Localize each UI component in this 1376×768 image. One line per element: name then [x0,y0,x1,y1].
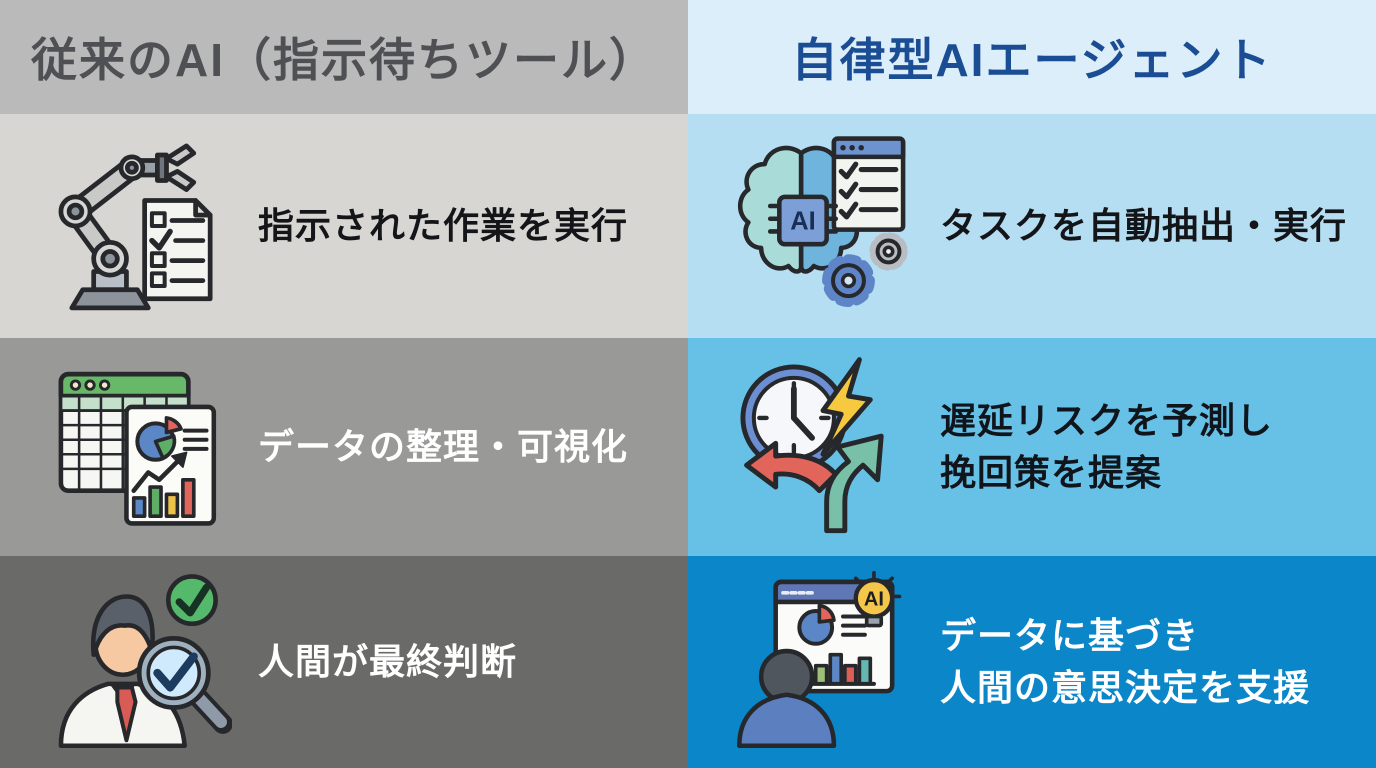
human-final-judgment-icon [46,567,236,757]
row-label: タスクを自動抽出・実行 [940,204,1348,246]
row-agent-auto-tasks: AI タスクを自動抽出・実行 [688,114,1376,338]
robot-arm-checklist-icon [46,131,236,321]
traditional-ai-title: 従来のAI（指示待ちツール） [31,34,657,86]
row-label: データの整理・可視化 [258,425,629,467]
row-label: 指示された作業を実行 [258,204,629,246]
row-label: 人間が最終判断 [258,640,518,682]
row-traditional-visualize: データの整理・可視化 [0,338,688,556]
ai-chip-label: AI [790,208,815,236]
row-label: 遅延リスクを予測し 挽回策を提案 [940,399,1274,493]
row-traditional-execute: 指示された作業を実行 [0,114,688,338]
data-decision-support-icon: AI [728,567,918,757]
delay-risk-forecast-icon [728,352,918,542]
header-traditional-ai: 従来のAI（指示待ちツール） [0,0,688,114]
row-agent-decision-support: AI データに基づき 人間の意思決定を支援 [688,556,1376,768]
autonomous-agent-title: 自律型AIエージェント [791,34,1273,86]
row-agent-delay-risk: 遅延リスクを予測し 挽回策を提案 [688,338,1376,556]
header-autonomous-agent: 自律型AIエージェント [688,0,1376,114]
row-traditional-human-judgment: 人間が最終判断 [0,556,688,768]
ai-brain-task-icon: AI [728,131,918,321]
spreadsheet-chart-icon [46,352,236,542]
row-label: データに基づき 人間の意思決定を支援 [940,614,1311,708]
ai-bulb-label: AI [864,589,884,611]
